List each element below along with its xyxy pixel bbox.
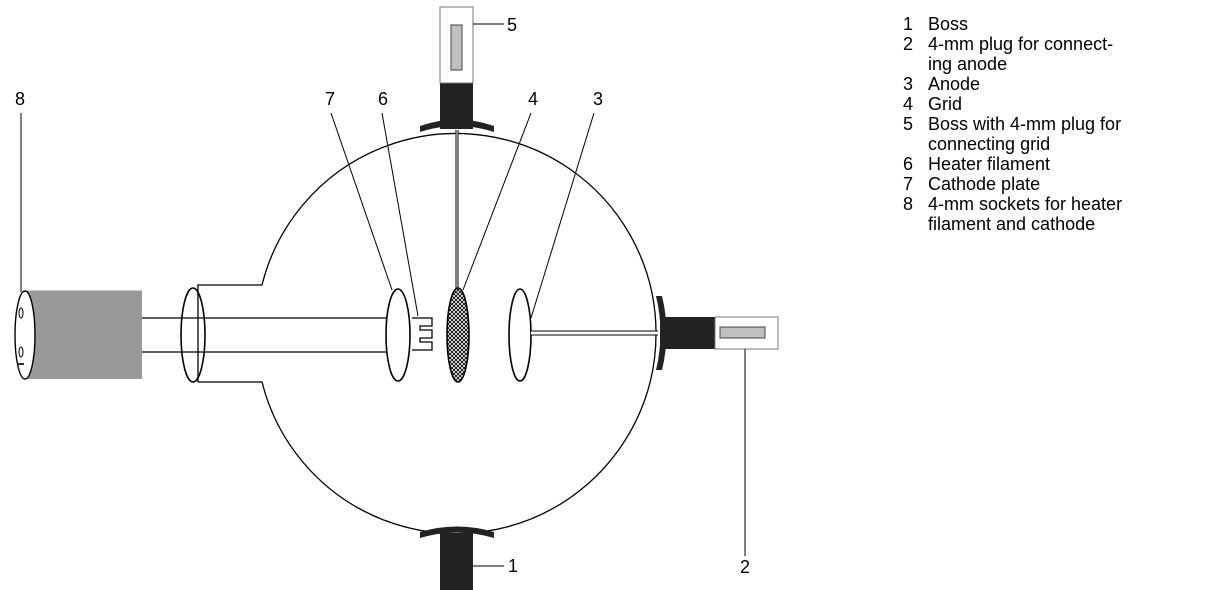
right-boss — [660, 317, 715, 349]
legend-item: 1 Boss — [903, 14, 1223, 34]
leader-lines — [20, 23, 746, 567]
leader-line-4 — [462, 112, 532, 291]
legend-item: 7 Cathode plate — [903, 174, 1223, 194]
legend-item: 4 Grid — [903, 94, 1223, 114]
legend-text: 4-mm plug for connect- ing anode — [928, 34, 1114, 74]
socket-base — [14, 290, 142, 380]
legend-number: 1 — [903, 14, 914, 34]
bottom-boss-flange — [420, 526, 494, 538]
legend-item: 8 4-mm sockets for heater filament and ca… — [903, 194, 1223, 234]
callout-4: 4 — [528, 89, 538, 109]
legend-item: 3 Anode — [903, 74, 1223, 94]
callout-6: 6 — [378, 89, 388, 109]
heater-filament — [412, 317, 433, 351]
legend-text: Heater filament — [928, 154, 1051, 174]
neck-ring — [180, 287, 206, 383]
legend-number: 2 — [903, 34, 914, 54]
leader-line-3 — [530, 112, 595, 319]
cathode-plate — [385, 288, 411, 382]
glass-bulb — [197, 132, 657, 535]
legend-item: 6 Heater filament — [903, 154, 1223, 174]
callout-2: 2 — [740, 557, 750, 577]
legend-number: 4 — [903, 94, 914, 114]
callout-3: 3 — [593, 89, 603, 109]
anode — [508, 288, 532, 382]
legend-item: 5 Boss with 4-mm plug for connecting grid — [903, 114, 1223, 154]
socket-hole-2 — [18, 346, 24, 358]
legend-text: Cathode plate — [928, 174, 1041, 194]
callout-1: 1 — [508, 556, 518, 576]
legend-text: Anode — [928, 74, 981, 94]
legend-text: 4-mm sockets for heater filament and cat… — [928, 194, 1123, 234]
legend-text: Boss with 4-mm plug for connecting grid — [928, 114, 1122, 154]
leader-line-7 — [330, 112, 393, 291]
socket-hole-1 — [18, 307, 24, 319]
callout-8: 8 — [15, 89, 25, 109]
legend-number: 8 — [903, 194, 914, 214]
legend-number: 5 — [903, 114, 914, 134]
leader-line-6 — [381, 112, 419, 317]
callout-7: 7 — [325, 89, 335, 109]
callout-5: 5 — [507, 15, 517, 35]
legend-number: 6 — [903, 154, 914, 174]
legend-number: 7 — [903, 174, 914, 194]
legend-text: Grid — [928, 94, 963, 114]
top-boss — [440, 83, 473, 129]
neck-rails — [140, 317, 398, 353]
legend-text: Boss — [928, 14, 969, 34]
grid — [446, 287, 470, 383]
legend-number: 3 — [903, 74, 914, 94]
legend-item: 2 4-mm plug for connect- ing anode — [903, 34, 1223, 74]
bottom-boss — [440, 533, 473, 590]
